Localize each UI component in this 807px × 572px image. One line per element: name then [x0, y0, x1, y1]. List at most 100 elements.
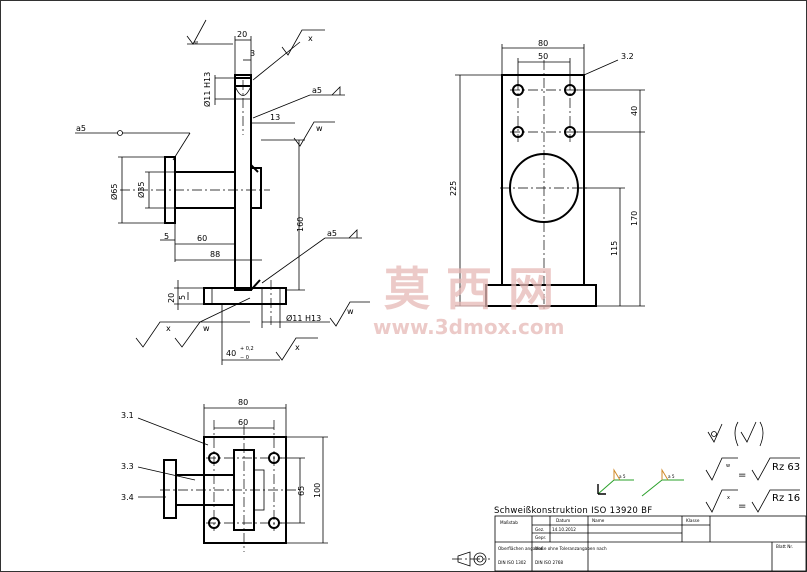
dim-hole-bottom: Ø11 H13: [286, 313, 321, 323]
surface-symbol-w-legend: [705, 457, 738, 481]
top-flange: [163, 459, 177, 519]
tb-klasse: Klasse: [686, 518, 700, 523]
dim-80-top: 80: [238, 398, 248, 407]
legend-eq-1: =: [738, 470, 746, 481]
leader-line: [252, 41, 301, 81]
general-symbol-circle: [711, 431, 717, 437]
item-leader: [583, 59, 619, 76]
surface-symbol-rz16: [751, 489, 800, 513]
sym-w-left: w: [203, 324, 210, 333]
side-view: 20 3 Ø11 H13 x w a5 a5 13 w: [75, 19, 370, 365]
tb-datum: Datum: [556, 518, 570, 523]
sym-w-mid: w: [316, 124, 323, 133]
legend-w: w: [726, 463, 730, 469]
surface-symbol-x: [281, 29, 325, 56]
weld-tail: [348, 229, 358, 239]
tol-lower: − 0: [240, 355, 249, 361]
front-plate: [501, 74, 585, 286]
dim-20-bottom: 20: [167, 293, 176, 303]
weld-green-leader-1: [597, 479, 615, 495]
weld-green-leader-2: [641, 479, 663, 497]
watermark-text: 莫 西 网: [384, 262, 554, 316]
paren-left: [734, 421, 739, 447]
dim-225: 225: [449, 181, 458, 196]
dim-3: 3: [250, 49, 255, 58]
weld-tail: [331, 86, 341, 96]
weld-a5-top: a5: [312, 86, 322, 95]
dim-160: 160: [296, 217, 305, 232]
dim-65-top: 65: [297, 486, 306, 496]
legend-rz16: Rz 16: [772, 493, 800, 504]
leader-line: [199, 297, 251, 323]
item-leader: [137, 466, 196, 481]
weld-a5-bottom: a5: [327, 229, 337, 238]
sym-w-bottom: w: [347, 307, 354, 316]
dim-80-front: 80: [538, 39, 548, 48]
item-3-4: 3.4: [121, 493, 134, 502]
hole-curve: [234, 85, 252, 96]
weld-leader: [252, 94, 311, 119]
rib: [250, 167, 262, 209]
legend-rz63: Rz 63: [772, 462, 800, 473]
item-3-1: 3.1: [121, 411, 134, 420]
sym-x-left: x: [166, 324, 171, 333]
dim-20-top: 20: [237, 30, 247, 39]
surface-symbol-x3: [135, 321, 250, 348]
sym-x-label: x: [308, 34, 313, 43]
projection-cone: [457, 551, 471, 567]
dim-dia-35: Ø35: [136, 182, 146, 198]
dim-88: 88: [210, 250, 220, 259]
dim-50-front: 50: [538, 52, 548, 61]
item-3-3: 3.3: [121, 462, 134, 471]
dim-60: 60: [197, 234, 207, 243]
top-view: 80 60 65 100 3.1 3.3 3.4: [121, 398, 328, 552]
legend-x: x: [727, 495, 730, 501]
item-3-2: 3.2: [621, 52, 634, 61]
dim-170: 170: [630, 211, 639, 226]
surface-symbol-x2: [275, 337, 318, 361]
title-frame: [494, 515, 807, 572]
dim-5b: 5: [178, 295, 187, 300]
tb-din1302: DIN ISO 1302: [498, 560, 526, 565]
watermark: 莫 西 网 www.3dmox.com: [373, 262, 565, 339]
weld-mark-2: [250, 279, 261, 291]
tb-name: Name: [592, 518, 605, 523]
weld-a5-left: a5: [76, 124, 86, 133]
weld-arrow-1: [597, 484, 606, 495]
front-base: [485, 284, 597, 307]
base-plate: [203, 287, 287, 305]
dim-dia-65: Ø65: [109, 184, 119, 200]
dim-100-top: 100: [313, 483, 322, 498]
dim-60-top: 60: [238, 418, 248, 427]
tb-gepr: Gepr.: [535, 535, 546, 540]
dim-5a: 5: [164, 232, 169, 241]
sym-w-label: w: [194, 40, 198, 46]
drawing-title: Schweißkonstruktion ISO 13920 BF: [494, 506, 652, 516]
dim-13: 13: [270, 113, 280, 122]
weld-green-mark-1: [613, 468, 621, 481]
surface-symbol-x-legend: [705, 489, 738, 513]
legend-eq-2: =: [738, 501, 746, 512]
tb-oberflaechen: Oberflächen angaben: [498, 546, 544, 551]
weld-green-label-1: a 5: [619, 474, 626, 479]
dim-40-front: 40: [630, 106, 639, 116]
surface-symbol-rz63: [751, 457, 800, 481]
weld-leader: [172, 132, 191, 161]
surface-legend: w = Rz 63 x = Rz 16 a 5 a 5: [597, 421, 800, 513]
tb-masse-ohne: Maße ohne Toleranzangaben nach: [535, 546, 607, 551]
weld-green-label-2: a 5: [668, 474, 675, 479]
general-surface-symbol: [707, 423, 723, 443]
surface-symbol-w4: [174, 321, 201, 348]
title-block: Schweißkonstruktion ISO 13920 BF Maßstab…: [452, 506, 807, 572]
tol-upper: + 0,2: [240, 346, 254, 352]
surface-symbol-w3: [329, 301, 370, 327]
dim-hole-top: Ø11 H13: [202, 72, 212, 107]
sym-x-bottom: x: [295, 343, 300, 352]
paren-right: [759, 421, 764, 447]
weld-leader: [261, 237, 326, 284]
front-view: 80 50 3.2 225 40 170 115: [449, 39, 645, 310]
projection-symbol: [452, 551, 490, 567]
weld-circle: [117, 130, 123, 136]
